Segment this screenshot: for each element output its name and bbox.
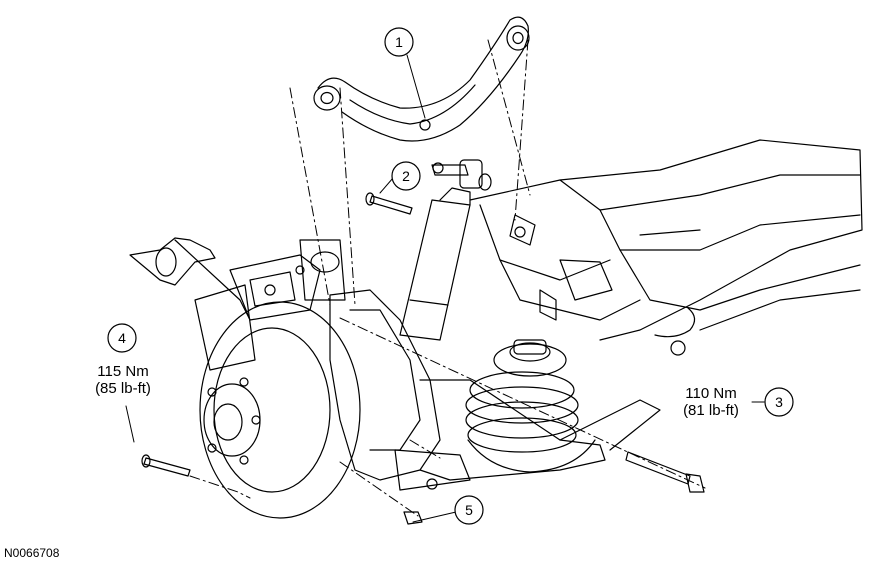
callout-leaders xyxy=(125,54,765,523)
bushing xyxy=(431,159,492,191)
bolt-2 xyxy=(365,192,413,215)
callout-5-number: 5 xyxy=(465,502,473,518)
callout-5: 5 xyxy=(454,495,484,525)
bolt-4 xyxy=(141,454,191,477)
torque-4-nm: 115 Nm xyxy=(97,363,149,380)
callout-2: 2 xyxy=(391,161,421,191)
lower-control-arm xyxy=(419,379,661,481)
bolt-3 xyxy=(625,451,705,493)
callout-1-number: 1 xyxy=(395,34,403,50)
figure-id: N0066708 xyxy=(4,546,60,560)
torque-3-lbft: (81 lb-ft) xyxy=(683,402,739,419)
toe-link xyxy=(129,237,251,321)
nut-5 xyxy=(403,511,423,525)
brake-rotor xyxy=(199,301,361,519)
torque-4-lbft: (85 lb-ft) xyxy=(95,380,151,397)
coil-spring xyxy=(465,339,596,473)
shock-absorber xyxy=(399,187,471,341)
callout-2-number: 2 xyxy=(402,168,410,184)
subframe-drawing xyxy=(469,139,863,356)
torque-label-3: 110 Nm (81 lb-ft) xyxy=(668,385,754,419)
assembly-lines xyxy=(189,39,706,517)
callout-3-number: 3 xyxy=(775,394,783,410)
caliper-assembly xyxy=(194,254,321,371)
callout-4-number: 4 xyxy=(118,330,126,346)
torque-3-nm: 110 Nm xyxy=(685,385,737,402)
upper-control-arm xyxy=(313,16,530,142)
callout-4: 4 xyxy=(107,323,137,353)
knuckle xyxy=(299,239,471,491)
torque-label-4: 115 Nm (85 lb-ft) xyxy=(80,363,166,397)
callout-1: 1 xyxy=(384,27,414,57)
callout-3: 3 xyxy=(764,387,794,417)
